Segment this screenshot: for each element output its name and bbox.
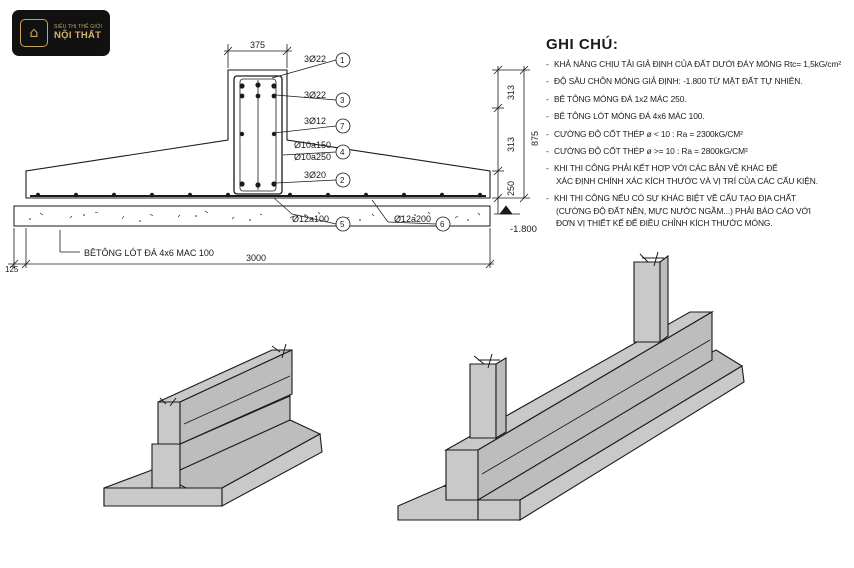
stirrup-outer: [233, 75, 283, 195]
elevation-label: -1.800: [510, 224, 537, 235]
rebar-dots-bottom: [35, 192, 483, 198]
note-item-continued: (CƯỜNG ĐỘ ĐẤT NỀN, MỰC NƯỚC NGẦM...) PHẢ…: [546, 206, 848, 216]
isometric-footing-left: [103, 343, 323, 507]
note-item-continued: XÁC ĐỊNH CHÍNH XÁC KÍCH THƯỚC VÀ VỊ TRÍ …: [546, 176, 848, 186]
brand-logo: ⌂ SIÊU THỊ THẾ GIỚI NỘI THẤT: [12, 10, 110, 56]
note-item: -ĐỘ SÂU CHÔN MÓNG GIẢ ĐỊNH: -1.800 TỪ MẶ…: [546, 76, 803, 87]
note-item: -BÊ TÔNG MÓNG ĐÁ 1x2 MÁC 250.: [546, 93, 687, 104]
chair-icon: ⌂: [20, 19, 48, 47]
stirrup-inner: [239, 78, 277, 192]
note-8-line2: (CƯỜNG ĐỘ ĐẤT NỀN, MỰC NƯỚC NGẦM...) PHẢ…: [556, 205, 811, 216]
mark-circles: [335, 52, 451, 232]
note-item: -KHI THI CÔNG PHẢI KẾT HỢP VỚI CÁC BẢN V…: [546, 163, 778, 174]
isometric-footing-right: [397, 251, 745, 521]
lean-concrete-label: BÊTÔNG LÓT ĐÁ 4x6 MAC 100: [84, 248, 214, 258]
note-3-line1: BÊ TÔNG MÓNG ĐÁ 1x2 MÁC 250.: [554, 93, 687, 104]
rebar-7-label: Ø12a200: [394, 214, 431, 224]
dim-right-2: 313: [506, 137, 516, 152]
rebar-dots-column: [239, 82, 277, 188]
dim-right-1: 313: [506, 85, 516, 100]
note-5-line1: CƯỜNG ĐỘ CỐT THÉP ø < 10 : Ra = 2300kG/C…: [554, 128, 743, 139]
note-item-continued: ĐƠN VỊ THIẾT KẾ ĐỂ ĐIỀU CHỈNH KÍCH THƯỚC…: [546, 218, 848, 228]
note-8-line1: KHI THI CÔNG NẾU CÓ SỰ KHÁC BIỆT VỀ CẤU …: [554, 193, 797, 204]
mark-4: 4: [340, 148, 345, 157]
logo-small-text: SIÊU THỊ THẾ GIỚI: [54, 24, 103, 31]
note-1-line1: KHẢ NĂNG CHỊU TẢI GIẢ ĐỊNH CỦA ĐẤT DƯỚI …: [554, 59, 842, 69]
dim-left-offset: 125: [5, 265, 19, 274]
footing-section: [8, 44, 530, 269]
rebar-3-label: 3Ø12: [304, 116, 326, 126]
rebar-2-label: 3Ø22: [304, 90, 326, 100]
note-7-line1: KHI THI CÔNG PHẢI KẾT HỢP VỚI CÁC BẢN VẼ…: [554, 163, 778, 174]
mark-5: 5: [340, 220, 345, 229]
dim-top-width: 375: [250, 40, 265, 50]
note-2-line1: ĐỘ SÂU CHÔN MÓNG GIẢ ĐỊNH: -1.800 TỪ MẶT…: [554, 76, 803, 87]
section-labels: 375 3000 125 313 313 250 875 -1.800 BÊTÔ…: [5, 40, 540, 274]
dim-total-width: 3000: [246, 253, 266, 263]
dimension-bottom: [8, 228, 495, 269]
note-item: -CƯỜNG ĐỘ CỐT THÉP ø >= 10 : Ra = 2800kG…: [546, 146, 748, 157]
footing-outline: [25, 69, 491, 199]
mark-3: 3: [340, 96, 345, 105]
mark-7: 7: [340, 122, 345, 131]
logo-text: SIÊU THỊ THẾ GIỚI NỘI THẤT: [54, 25, 102, 40]
note-7-line2: XÁC ĐỊNH CHÍNH XÁC KÍCH THƯỚC VÀ VỊ TRÍ …: [556, 175, 818, 186]
note-item: -CƯỜNG ĐỘ CỐT THÉP ø < 10 : Ra = 2300kG/…: [546, 128, 743, 139]
lean-concrete-layer: [13, 205, 491, 227]
leader-lines: [271, 59, 437, 225]
logo-brand-text: NỘI THẤT: [54, 29, 102, 41]
note-6-line1: CƯỜNG ĐỘ CỐT THÉP ø >= 10 : Ra = 2800kG/…: [554, 146, 748, 157]
note-8-line3: ĐƠN VỊ THIẾT KẾ ĐỂ ĐIỀU CHỈNH KÍCH THƯỚC…: [556, 218, 773, 229]
dim-right-3: 250: [506, 181, 516, 196]
note-item: -KHẢ NĂNG CHỊU TẢI GIẢ ĐỊNH CỦA ĐẤT DƯỚI…: [546, 59, 842, 69]
notes-panel: GHI CHÚ: -KHẢ NĂNG CHỊU TẢI GIẢ ĐỊNH CỦA…: [546, 36, 848, 235]
rebar-1-label: 3Ø22: [304, 54, 326, 64]
rebar-5-label: 3Ø20: [304, 170, 326, 180]
mark-1: 1: [340, 56, 345, 65]
mark-6: 6: [440, 220, 445, 229]
dim-right-total: 875: [530, 131, 540, 146]
note-item: -BÊ TÔNG LÓT MÓNG ĐÁ 4x6 MÁC 100.: [546, 111, 705, 122]
rebar-4-label: Ø10a150: [294, 140, 331, 150]
note-item: -KHI THI CÔNG NẾU CÓ SỰ KHÁC BIỆT VỀ CẤU…: [546, 193, 797, 204]
rebar-4b-label: Ø10a250: [294, 152, 331, 162]
note-4-line1: BÊ TÔNG LÓT MÓNG ĐÁ 4x6 MÁC 100.: [554, 111, 705, 122]
dimension-right: [492, 65, 530, 215]
notes-title: GHI CHÚ:: [546, 36, 619, 53]
rebar-6-label: Ø12a100: [292, 214, 329, 224]
mark-2: 2: [340, 176, 345, 185]
dimension-top: [223, 44, 292, 68]
